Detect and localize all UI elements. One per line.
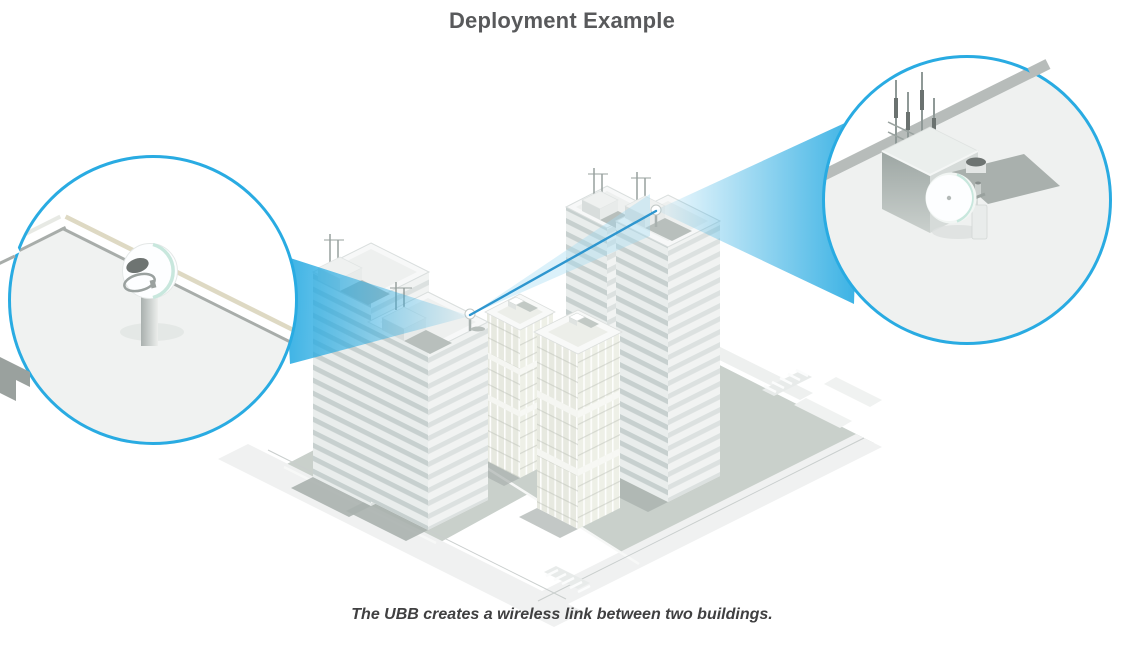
building-midrise-right <box>533 309 623 529</box>
rooftop-plane <box>10 228 296 443</box>
base-shadow <box>291 477 371 517</box>
parapet-overflow <box>0 243 21 265</box>
link-spread-cone <box>470 194 650 315</box>
figure-caption: The UBB creates a wireless link between … <box>351 606 773 623</box>
road-stub-1 <box>794 398 852 428</box>
pipe-icon <box>975 181 981 196</box>
ubb-dish-icon <box>925 172 988 240</box>
ubb-radio-icon <box>122 242 178 346</box>
road-stub-2 <box>824 377 882 407</box>
callout-circle-border <box>8 155 298 445</box>
rooftop-ac-unit <box>507 296 538 312</box>
base-shadow <box>346 500 428 541</box>
callout-left <box>0 155 298 445</box>
rooftop-parapet <box>10 214 296 357</box>
roof-corner-shadow <box>0 357 30 401</box>
link-line <box>468 209 658 317</box>
roof-vent-icon <box>966 157 986 173</box>
road-front-right <box>520 434 882 615</box>
wireless-link <box>468 194 658 317</box>
magnifier-beam-left <box>284 256 470 364</box>
base-shadow <box>519 508 578 538</box>
parapet-overflow <box>1027 59 1051 78</box>
crosswalk-1 <box>544 566 591 594</box>
rooftop-ac-unit <box>568 312 599 328</box>
magnifier-beam-right <box>656 116 860 304</box>
page-title: Deployment Example <box>448 8 676 33</box>
lane-line-front-right <box>537 437 865 602</box>
callout-right <box>822 55 1112 345</box>
crosswalk-2 <box>762 368 812 396</box>
callout-circle-border <box>822 55 1112 345</box>
